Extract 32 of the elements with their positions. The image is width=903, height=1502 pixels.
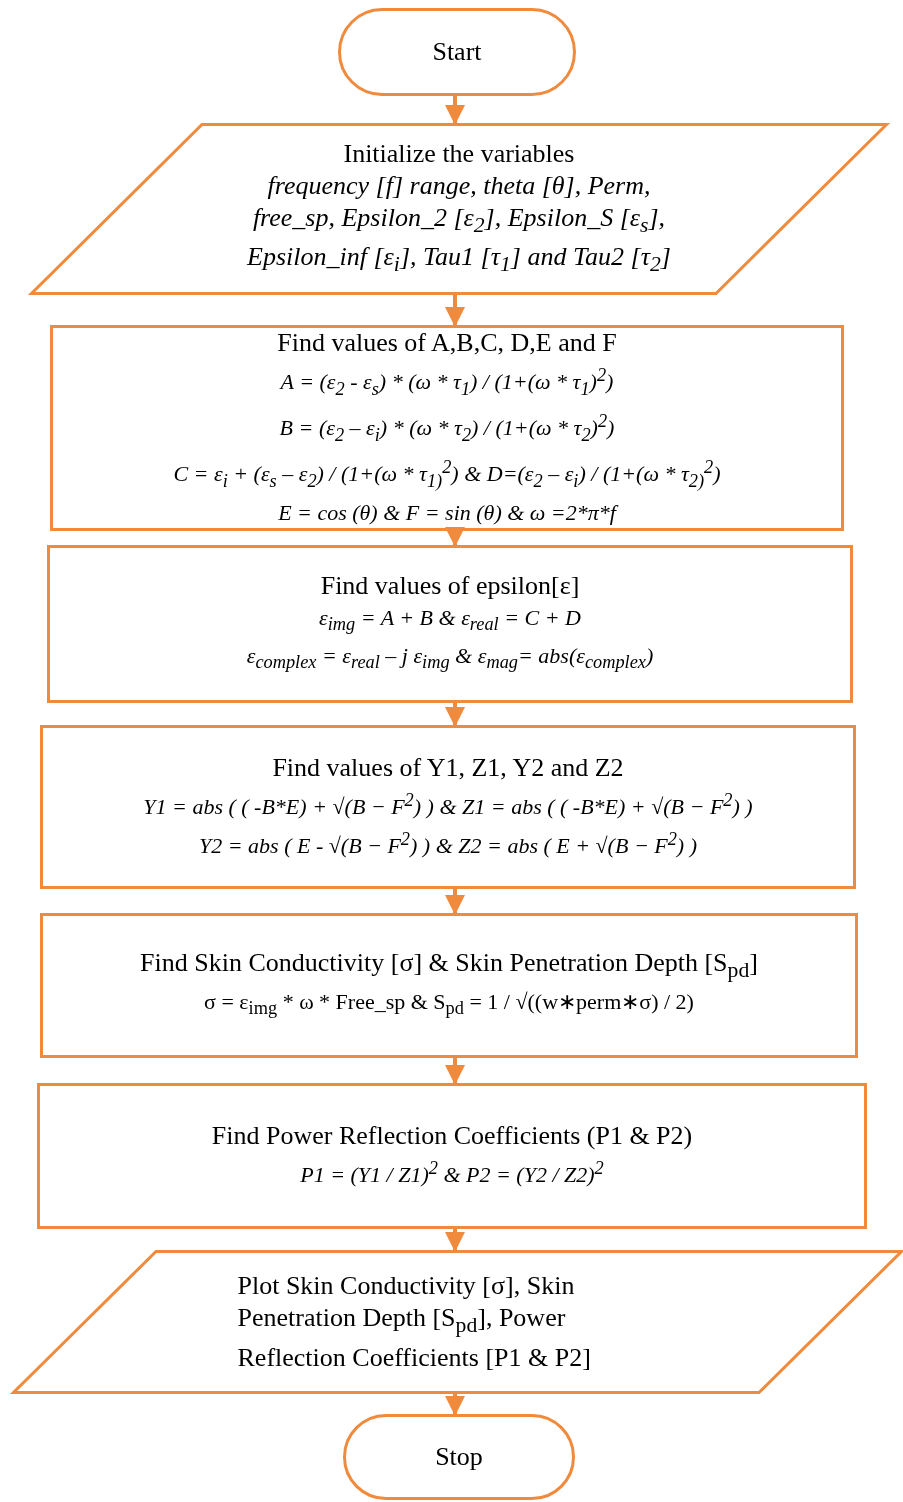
arrow xyxy=(445,527,465,547)
formula-text: C = ε$_{i}$ + (ε$_{s}$ – ε$_{2}$) / (1+(ω * τ$_{1)}$$^{2}$) & D=(ε$_{2}$ – ε$_{i}$) / (1+(ω * τ$_{2)}$$^{2}$) xyxy=(173,455,721,493)
formula-text: A = (ε$_{2}$ - ε$_{s}$) * (ω * τ$_{1}$) / (1+(ω * τ$_{1}$)$^{2}$) xyxy=(280,364,614,402)
formula-text: ε$_{img}$ = A + B & ε$_{real}$ = C + D xyxy=(319,603,581,636)
arrow xyxy=(445,295,465,327)
formula-text: Y1 = abs ( ( -B*E) + √(B − F$^{2}$) ) & Z1 = abs ( ( -B*E) + √(B − F$^{2}$) ) xyxy=(143,788,753,821)
step-heading: Find Skin Conductivity [σ] & Skin Penetration Depth [S$_{pd}$] xyxy=(140,946,758,984)
formula-text: σ = ε$_{img}$ * ω * Free_sp & S$_{pd}$ = 1 / √((w∗perm∗σ) / 2) xyxy=(204,987,694,1021)
step-heading: Find values of epsilon[ε] xyxy=(320,569,580,602)
step-heading: Initialize the variables xyxy=(343,137,575,170)
step-heading: Find values of Y1, Z1, Y2 and Z2 xyxy=(272,751,624,784)
arrow xyxy=(445,1394,465,1416)
process-box xyxy=(37,1083,867,1229)
arrow xyxy=(445,1058,465,1085)
arrow xyxy=(445,1229,465,1252)
step-text: frequency [f] range, theta [θ], Perm, free_sp, Epsilon_2 [ε$_{2}$], Epsilon_S [ε$_{s}$], Epsilon_inf [ε$_{i}$], Tau1 [τ$_{1}$] and Tau2 [τ$_{2}$] xyxy=(245,169,672,279)
terminal-label: Start xyxy=(432,36,482,68)
process-box xyxy=(40,913,858,1058)
step-heading: Find Power Reflection Coefficients (P1 & P2) xyxy=(211,1120,693,1153)
formula-text: B = (ε$_{2}$ – ε$_{i}$) * (ω * τ$_{2}$) / (1+(ω * τ$_{2}$)$^{2}$) xyxy=(279,410,615,447)
formula-text: ε$_{complex}$ = ε$_{real}$ – j ε$_{img}$ & ε$_{mag}$= abs(ε$_{complex}$) xyxy=(246,642,654,675)
arrow xyxy=(445,96,465,125)
arrow xyxy=(445,889,465,915)
terminal-label: Stop xyxy=(435,1441,483,1473)
step-text: Plot Skin Conductivity [σ], Skin Penetration Depth [S$_{pd}$], Power Reflection Coefficients [P1 & P2] xyxy=(237,1270,592,1374)
formula-text: P1 = (Y1 / Z1)$^{2}$ & P2 = (Y2 / Z2)$^{2}$ xyxy=(300,1157,604,1190)
step-heading: Find values of A,B,C, D,E and F xyxy=(277,327,617,360)
process-box xyxy=(40,725,856,889)
arrow xyxy=(445,703,465,727)
process-box xyxy=(47,545,853,703)
process-box xyxy=(50,325,844,531)
formula-text: Y2 = abs ( E - √(B − F$^{2}$) ) & Z2 = abs ( E + √(B − F$^{2}$) ) xyxy=(199,828,697,861)
